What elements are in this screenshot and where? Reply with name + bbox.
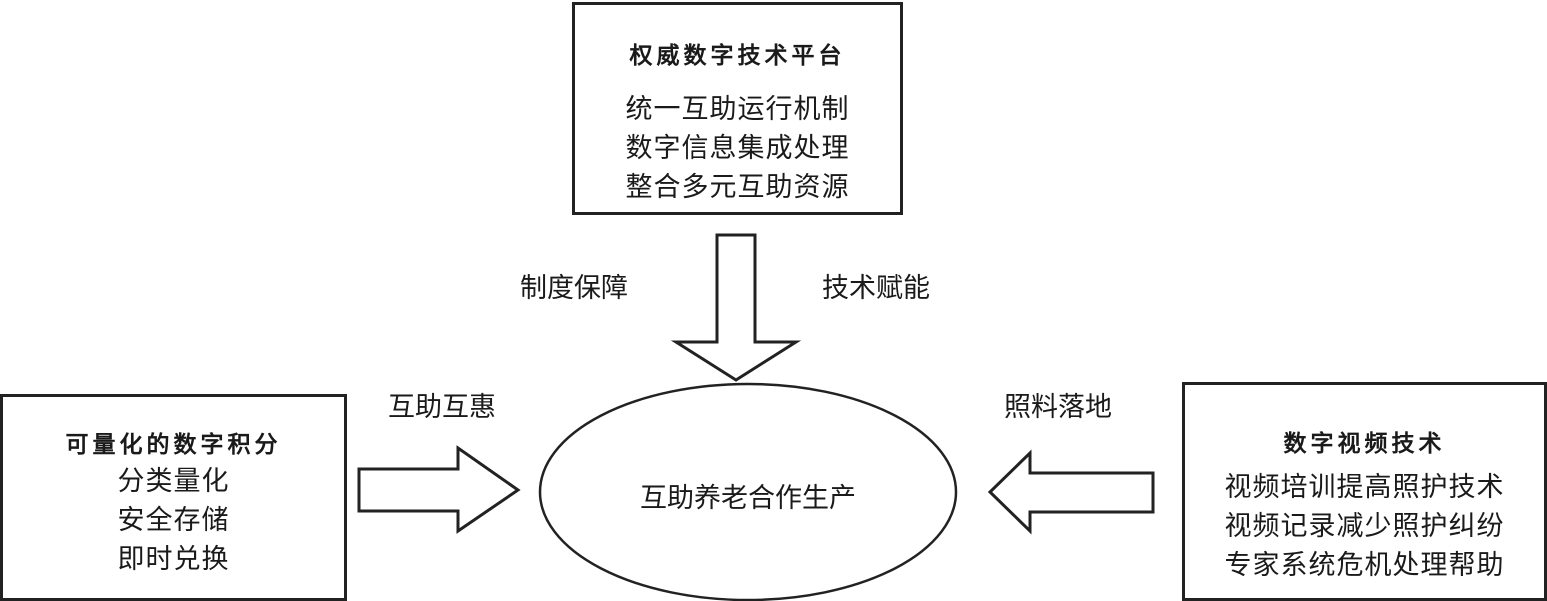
top-box-item: 数字信息集成处理 bbox=[625, 133, 850, 164]
left-box-item: 安全存储 bbox=[117, 505, 230, 536]
left-box-item: 即时兑换 bbox=[117, 544, 230, 575]
left-box-item: 分类量化 bbox=[117, 466, 230, 497]
center-label: 互助养老合作生产 bbox=[640, 483, 856, 514]
down-arrow bbox=[670, 233, 802, 382]
right-box bbox=[1182, 382, 1547, 601]
right-box-title: 数字视频技术 bbox=[1283, 431, 1446, 457]
label-mutual-benefit: 互助互惠 bbox=[388, 392, 496, 423]
right-box-item: 视频培训提高照护技术 bbox=[1224, 472, 1505, 503]
left-box-title: 可量化的数字积分 bbox=[65, 432, 282, 458]
label-care-landing: 照料落地 bbox=[1004, 392, 1112, 423]
label-institutional-guarantee: 制度保障 bbox=[520, 273, 628, 304]
top-box-item: 统一互助运行机制 bbox=[625, 94, 850, 125]
top-box-title: 权威数字技术平台 bbox=[629, 43, 846, 69]
left-arrow bbox=[987, 449, 1155, 535]
right-box-item: 专家系统危机处理帮助 bbox=[1224, 550, 1505, 581]
right-arrow bbox=[357, 445, 521, 534]
right-box-item: 视频记录减少照护纠纷 bbox=[1224, 511, 1505, 542]
top-box bbox=[572, 2, 903, 215]
left-box bbox=[0, 394, 347, 601]
top-box-item: 整合多元互助资源 bbox=[625, 172, 850, 203]
center-ellipse bbox=[538, 382, 958, 601]
label-tech-empowerment: 技术赋能 bbox=[822, 273, 930, 304]
